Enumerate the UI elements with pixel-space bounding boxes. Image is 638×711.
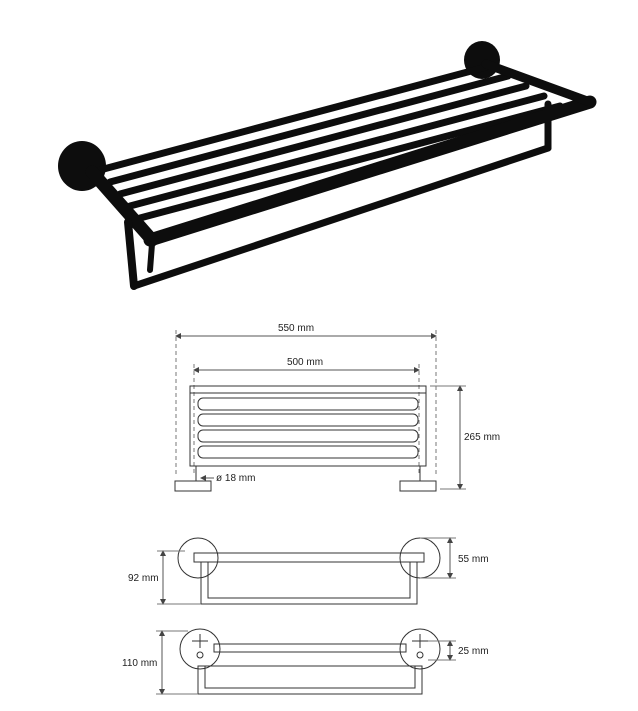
dim-depth-bottom: 110 mm xyxy=(122,658,157,669)
front-tube xyxy=(143,95,597,247)
dim-rosette-diameter: 55 mm xyxy=(458,554,489,565)
front-elevation-drawing xyxy=(174,330,466,492)
dim-depth-top: 92 mm xyxy=(128,573,159,584)
dim-height: 265 mm xyxy=(464,432,500,443)
mounting-view-drawing xyxy=(156,628,456,695)
dim-inner-width: 500 mm xyxy=(287,357,323,368)
towel-rack-product-image xyxy=(58,41,597,290)
dim-tube-diameter: ø 18 mm xyxy=(216,473,255,484)
dim-rosette-offset: 25 mm xyxy=(458,646,489,657)
dim-overall-width: 550 mm xyxy=(278,323,314,334)
top-view-drawing xyxy=(157,537,456,605)
